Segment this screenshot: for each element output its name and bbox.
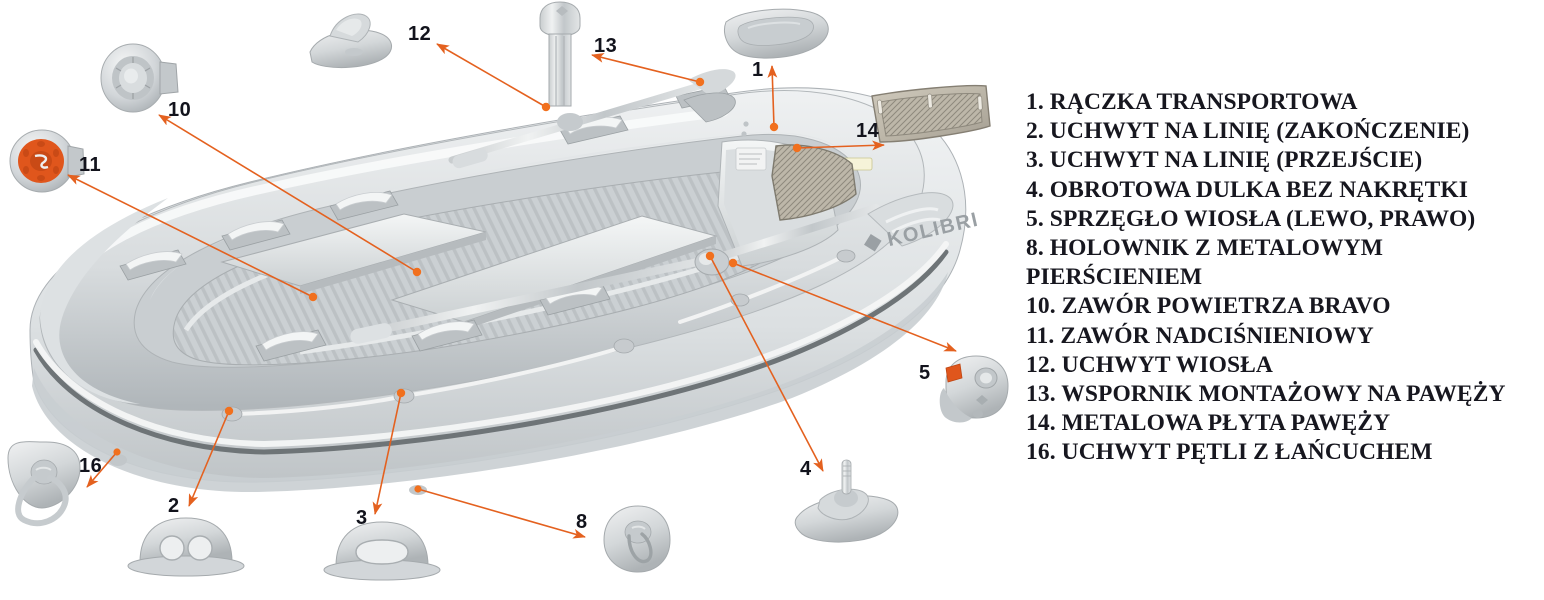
bow-section	[40, 198, 168, 404]
leader-4	[709, 255, 824, 472]
callout-number-10: 10	[168, 99, 192, 121]
leader-13	[591, 53, 701, 83]
oar-near-blade-rib-1	[885, 207, 939, 224]
safety-rope	[234, 394, 406, 416]
bracket-logo-mark	[556, 6, 568, 16]
parts-list-item-3: 3. UCHWYT NA LINIĘ (PRZEJŚCIE)	[1026, 147, 1423, 174]
parts-list-item-5: 5. SPRZĘGŁO WIOSŁA (LEWO, PRAWO)	[1026, 205, 1476, 232]
brand-logo-mark	[864, 233, 882, 252]
leader-5	[732, 262, 957, 352]
part-rope-handle-end	[127, 517, 245, 577]
part-bravo-air-valve	[100, 43, 179, 113]
part-transport-handle	[724, 8, 829, 59]
rubbing-strake	[33, 249, 949, 455]
leader-14	[796, 140, 885, 151]
rubbing-strake-highlight	[33, 241, 949, 448]
parts-list-item-4: 4. OBROTOWA DULKA BEZ NAKRĘTKI	[1026, 176, 1468, 203]
transom-rivet-lower	[741, 131, 747, 137]
oar-near-shaft-2	[712, 204, 880, 262]
boat-exploded-illustration: KOLIBRI	[7, 1, 1009, 581]
callout-number-3: 3	[356, 507, 368, 529]
transom-metal-plate-installed	[771, 144, 857, 221]
part-pressure-relief-valve	[9, 129, 85, 193]
part-chain-loop-handle	[7, 441, 81, 527]
part-oar-holder	[309, 13, 392, 69]
anchor-3	[396, 388, 406, 398]
parts-legend-list: 1. RĄCZKA TRANSPORTOWA 2. UCHWYT NA LINI…	[1026, 88, 1538, 468]
callout-number-1: 1	[752, 59, 764, 81]
leader-3	[372, 392, 402, 515]
anchor-2	[224, 406, 234, 416]
oar-far-lock	[557, 113, 583, 131]
leader-12	[436, 43, 547, 108]
oar-near	[350, 192, 954, 344]
leader-10	[158, 114, 418, 273]
callout-anchor-dots	[113, 77, 802, 493]
anchor-11	[308, 292, 318, 302]
parts-list-item-2: 2. UCHWYT NA LINIĘ (ZAKOŃCZENIE)	[1026, 118, 1470, 145]
callout-number-8: 8	[576, 511, 588, 533]
bow-handle-installed	[683, 92, 736, 123]
oar-far-grip	[452, 148, 488, 169]
anchor-16	[113, 448, 121, 456]
leader-8	[417, 488, 586, 539]
parts-list-item-11: 11. ZAWÓR NADCIŚNIENIOWY	[1026, 322, 1374, 349]
oar-near-grip	[350, 323, 392, 344]
safety-rope-3	[678, 256, 842, 324]
rope-eyelet-5	[836, 249, 856, 263]
anchor-5	[728, 258, 738, 268]
inflatable-boat-body: KOLIBRI	[29, 69, 981, 495]
part-oar-clutch	[939, 355, 1009, 423]
seat-forward-edge	[300, 232, 486, 294]
part-transom-mounting-bracket	[539, 1, 581, 107]
leader-2	[188, 410, 230, 507]
callout-number-16: 16	[79, 455, 103, 477]
oar-near-blade-rib-2	[891, 217, 941, 234]
leader-1	[767, 65, 778, 128]
callout-number-2: 2	[168, 495, 180, 517]
oar-near-blade	[867, 192, 954, 247]
parts-list-item-16: 16. UCHWYT PĘTLI Z ŁAŃCUCHEM	[1026, 439, 1433, 466]
transom-rivet-upper	[743, 121, 749, 127]
safety-rope-2	[402, 346, 622, 398]
floor-stringer-right	[299, 253, 743, 355]
callout-number-13: 13	[594, 35, 618, 57]
anchor-4	[705, 251, 715, 261]
parts-list-item-8: 8. HOLOWNIK Z METALOWYM PIERŚCIENIEM	[1026, 235, 1389, 291]
callout-number-12: 12	[408, 23, 432, 45]
oar-far	[448, 69, 736, 169]
anchor-10	[412, 267, 422, 277]
callout-leader-lines	[67, 43, 957, 539]
clutch-logo-mark	[976, 395, 988, 405]
anchor-13	[695, 77, 705, 87]
anchor-1	[769, 122, 779, 132]
part-rope-handle-pass-through	[323, 521, 441, 581]
anchor-14	[792, 143, 802, 153]
callout-number-5: 5	[919, 362, 931, 384]
callout-number-4: 4	[800, 458, 812, 480]
parts-list-item-12: 12. UCHWYT WIOSŁA	[1026, 351, 1273, 378]
anchor-8	[414, 485, 422, 493]
hull-underside-shadow	[32, 272, 948, 493]
leader-16	[86, 451, 118, 488]
part-rotating-oarlock	[794, 459, 899, 543]
hull-fitting-left	[109, 454, 127, 466]
parts-list-item-10: 10. ZAWÓR POWIETRZA BRAVO	[1026, 293, 1391, 320]
leader-11	[67, 174, 314, 298]
rope-eyelet-3	[613, 338, 635, 354]
part-metal-transom-plate	[871, 84, 991, 143]
parts-list-item-14: 14. METALOWA PŁYTA PAWĘŻY	[1026, 410, 1391, 437]
callout-number-11: 11	[79, 154, 102, 176]
parts-list-item-13: 13. WSPORNIK MONTAŻOWY NA PAWĘŻY	[1026, 381, 1506, 408]
part-towing-ring	[603, 505, 671, 573]
callout-number-14: 14	[856, 120, 880, 142]
parts-list-item-1: 1. RĄCZKA TRANSPORTOWA	[1026, 89, 1358, 115]
oar-far-blade	[688, 69, 736, 96]
anchor-12	[541, 102, 551, 112]
oar-near-shaft	[366, 254, 720, 336]
